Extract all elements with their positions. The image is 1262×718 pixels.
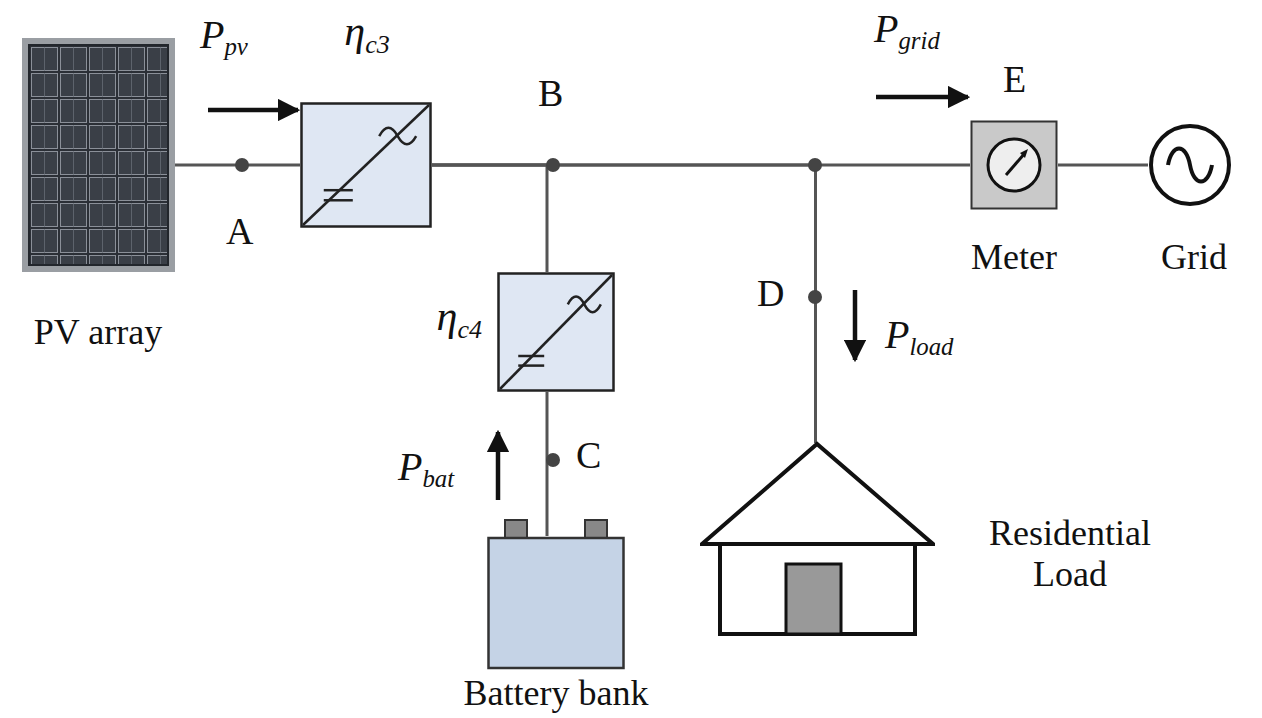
point-label: E [1003,58,1026,102]
node-label: ηc4 [382,292,482,340]
battery-converter-box-outline [497,272,615,392]
battery-bank: Battery bank [487,518,625,670]
battery-bank-outline [487,518,625,670]
node-label: ηc3 [312,7,422,55]
wire [432,165,547,272]
pload-arrow [853,290,858,360]
meter-outline [970,120,1058,210]
pv-array-outline [22,38,175,272]
wire [432,164,970,167]
pbat-arrow [496,432,501,500]
grid-source: Grid [1148,123,1232,207]
node-label: Grid [1142,237,1246,278]
battery-converter-box: ηc4 [497,272,615,392]
point-label: C [576,434,601,478]
grid-source-outline [1148,123,1232,207]
inverter-box: ηc3 [300,102,432,228]
residential-load-outline [700,441,935,637]
point-label: D [757,272,784,316]
power-label: Pbat [398,444,454,490]
node-label: Battery bank [417,673,695,714]
point-label: B [538,72,563,116]
node-label: Meter [955,237,1073,278]
node-label: PV array [8,312,188,353]
node-label: Residential Load [950,513,1190,596]
power-label: Pload [885,312,954,358]
pgrid-arrow [876,95,968,100]
wire [1058,164,1148,167]
power-label: Ppv [200,12,248,58]
ppv-arrow [208,108,298,113]
pv-array: PV array [22,38,175,272]
point-label: A [226,210,253,254]
inverter-box-outline [300,102,432,228]
wire [432,165,816,443]
residential-load: Residential Load [700,441,935,637]
power-label: Pgrid [874,6,940,52]
meter: Meter [970,120,1058,210]
